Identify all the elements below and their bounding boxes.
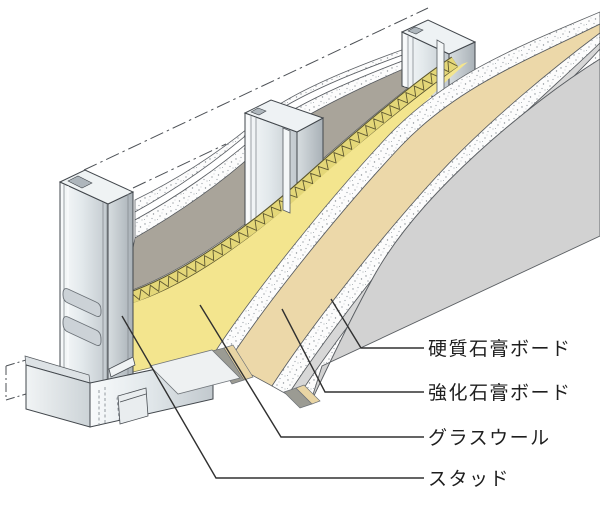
board-bottom-step-tan <box>223 344 254 381</box>
labels: 硬質石膏ボード 強化石膏ボード グラスウール スタッド <box>428 337 572 490</box>
leader-glass-wool <box>199 304 424 438</box>
centerline-chain-lines <box>5 7 429 401</box>
stud-lips <box>282 39 445 214</box>
left-stud-top-notch <box>67 175 93 189</box>
right-stud-top-face <box>400 19 477 55</box>
right-stud-top-notch <box>407 26 424 35</box>
stud-bracket <box>117 387 149 425</box>
label-stud: スタッド <box>428 468 510 490</box>
leader-reinforced-gypsum <box>281 308 424 393</box>
label-glass-wool: グラスウール <box>428 427 551 449</box>
runner-ghost-chain <box>5 359 27 401</box>
middle-stud-top-notch <box>250 107 267 116</box>
near-side-board-layers <box>214 11 600 405</box>
bottom-cut-strip <box>149 349 241 395</box>
chain-line-upper <box>83 7 429 171</box>
middle-stud-top-face <box>243 99 325 133</box>
label-hard-gypsum-board: 硬質石膏ボード <box>428 337 572 360</box>
label-reinforced-gypsum-board: 強化石膏ボード <box>428 381 572 404</box>
stud-bracket-fold <box>119 393 147 403</box>
stud-tab <box>108 356 136 378</box>
stud-attachments <box>108 356 149 425</box>
stud-punched-hole <box>62 288 102 317</box>
leader-hard-gypsum <box>330 298 424 349</box>
left-stud <box>58 169 135 421</box>
leader-stud <box>121 315 424 479</box>
stud-punched-hole <box>62 316 102 346</box>
chain-line-lower <box>132 143 227 189</box>
leader-lines <box>121 298 424 479</box>
glass-wool-cut-band <box>125 56 459 306</box>
hard-gypsum-face <box>309 58 600 405</box>
board-bottom-step-tan <box>295 384 321 405</box>
middle-stud-lip <box>282 127 291 214</box>
glass-wool-zigzag-icon <box>129 60 458 304</box>
